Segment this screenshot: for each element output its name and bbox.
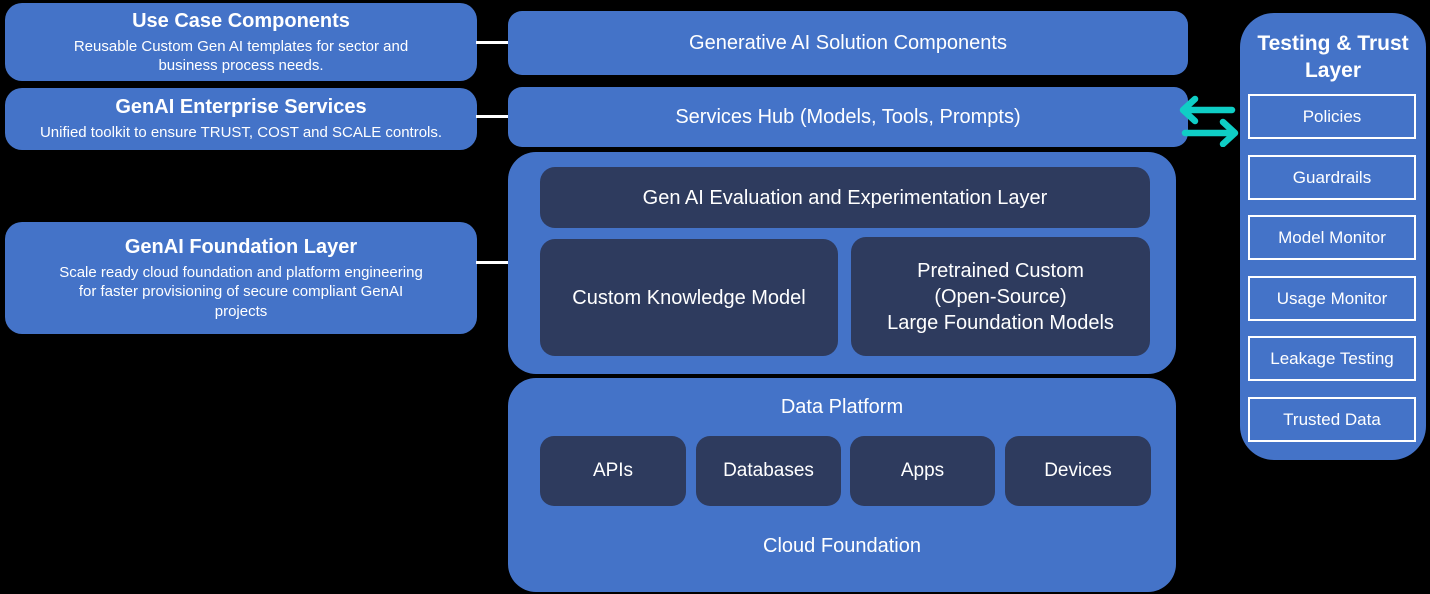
custom-knowledge-model-label: Custom Knowledge Model bbox=[572, 286, 806, 309]
testing-trust-panel: Testing & Trust Layer Policies Guardrail… bbox=[1240, 13, 1426, 460]
services-hub-label: Services Hub (Models, Tools, Prompts) bbox=[675, 105, 1021, 128]
pretrained-models-label: Pretrained Custom (Open-Source) Large Fo… bbox=[887, 259, 1114, 334]
enterprise-services-box: GenAI Enterprise Services Unified toolki… bbox=[5, 88, 477, 150]
evaluation-layer-label: Gen AI Evaluation and Experimentation La… bbox=[642, 186, 1048, 209]
data-source-apis-box: APIs bbox=[540, 436, 686, 506]
foundation-layer-description: Scale ready cloud foundation and platfor… bbox=[59, 264, 423, 320]
custom-knowledge-model-box: Custom Knowledge Model bbox=[540, 239, 838, 356]
data-source-apps-box: Apps bbox=[850, 436, 995, 506]
data-source-devices-box: Devices bbox=[1005, 436, 1151, 506]
data-source-databases-box: Databases bbox=[696, 436, 841, 506]
solution-components-label: Generative AI Solution Components bbox=[689, 31, 1007, 54]
connector-line-enterprise-services bbox=[476, 115, 510, 118]
cloud-foundation-label: Cloud Foundation bbox=[763, 535, 921, 557]
connector-line-use-case bbox=[476, 41, 510, 44]
data-platform-title: Data Platform bbox=[780, 396, 904, 418]
enterprise-services-description: Unified toolkit to ensure TRUST, COST an… bbox=[39, 124, 443, 142]
model-layer-container: Gen AI Evaluation and Experimentation La… bbox=[508, 152, 1176, 374]
trust-item-guardrails: Guardrails bbox=[1248, 155, 1416, 200]
enterprise-services-title: GenAI Enterprise Services bbox=[115, 96, 367, 119]
trust-item-usage-monitor: Usage Monitor bbox=[1248, 276, 1416, 321]
trust-item-leakage-testing: Leakage Testing bbox=[1248, 336, 1416, 381]
use-case-components-description: Reusable Custom Gen AI templates for sec… bbox=[73, 37, 409, 74]
testing-trust-title: Testing & Trust Layer bbox=[1257, 32, 1409, 83]
connector-line-foundation-layer bbox=[476, 261, 510, 264]
foundation-layer-box: GenAI Foundation Layer Scale ready cloud… bbox=[5, 222, 477, 334]
solution-components-bar: Generative AI Solution Components bbox=[508, 11, 1188, 75]
evaluation-layer-box: Gen AI Evaluation and Experimentation La… bbox=[540, 167, 1150, 228]
pretrained-models-box: Pretrained Custom (Open-Source) Large Fo… bbox=[851, 237, 1150, 356]
trust-item-trusted-data: Trusted Data bbox=[1248, 397, 1416, 442]
trust-item-policies: Policies bbox=[1248, 94, 1416, 139]
use-case-components-title: Use Case Components bbox=[132, 9, 350, 32]
trust-item-model-monitor: Model Monitor bbox=[1248, 215, 1416, 260]
services-hub-bar: Services Hub (Models, Tools, Prompts) bbox=[508, 87, 1188, 147]
foundation-layer-title: GenAI Foundation Layer bbox=[124, 236, 358, 259]
use-case-components-box: Use Case Components Reusable Custom Gen … bbox=[5, 3, 477, 81]
data-platform-container: Data Platform APIs Databases Apps Device… bbox=[508, 378, 1176, 592]
